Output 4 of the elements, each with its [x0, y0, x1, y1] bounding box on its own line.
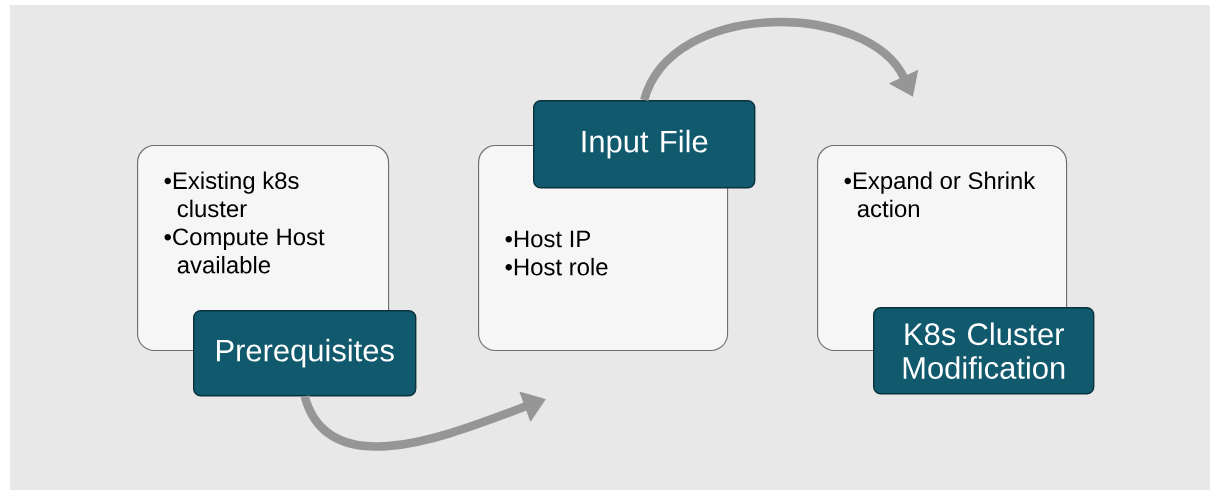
title-tab: K8s Cluster Modification — [873, 307, 1095, 395]
title-tab: Input File — [533, 100, 756, 189]
curved-arrow — [640, 18, 919, 102]
title-tab: Prerequisites — [193, 310, 417, 397]
